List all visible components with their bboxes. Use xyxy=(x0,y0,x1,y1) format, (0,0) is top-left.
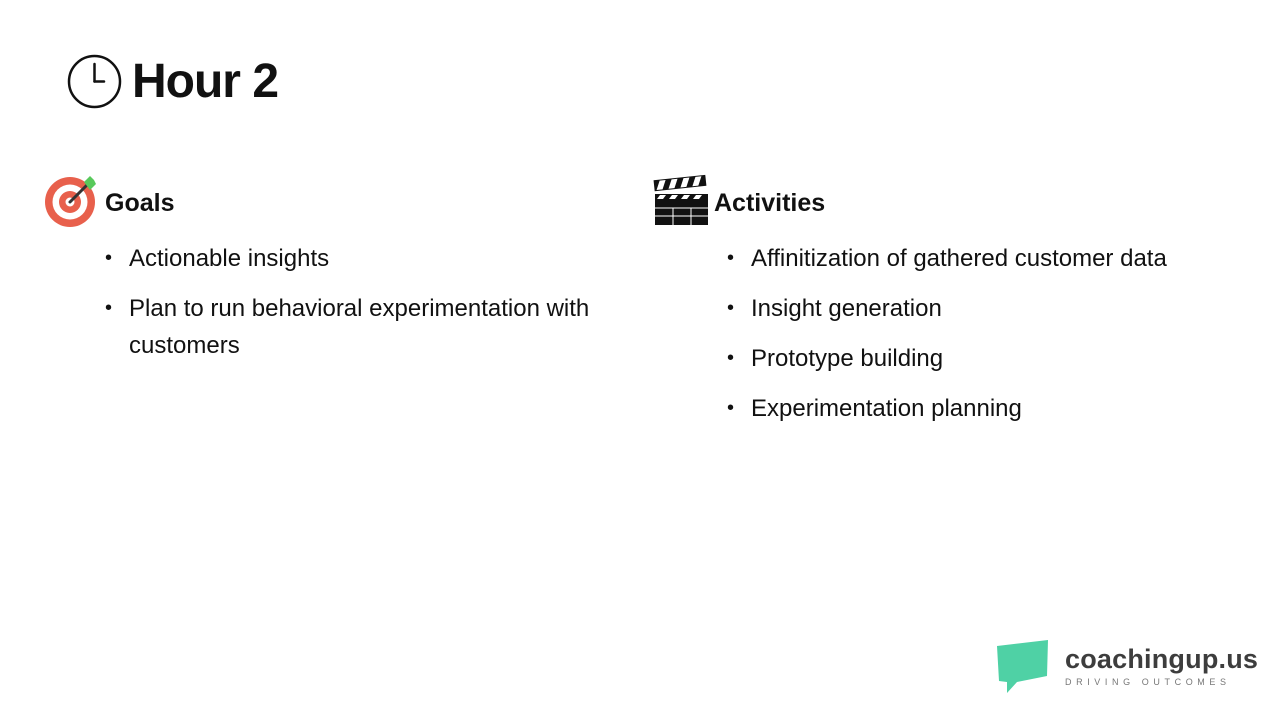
goals-list: Actionable insights Plan to run behavior… xyxy=(44,240,604,364)
brand-tagline: DRIVING OUTCOMES xyxy=(1065,677,1231,687)
clock-icon xyxy=(67,54,122,109)
title-row: Hour 2 xyxy=(67,54,279,109)
brand-logo: coachingup.us DRIVING OUTCOMES xyxy=(995,640,1258,694)
list-item: Actionable insights xyxy=(105,240,604,277)
page-title: Hour 2 xyxy=(132,54,279,108)
goals-heading: Goals xyxy=(105,188,175,217)
speech-bubble-logo-icon xyxy=(997,640,1048,693)
list-item: Prototype building xyxy=(727,340,1213,377)
goals-header: Goals xyxy=(44,174,604,228)
list-item: Affinitization of gathered customer data xyxy=(727,240,1213,277)
goals-section: Goals Actionable insights Plan to run be… xyxy=(44,174,604,377)
brand-name: coachingup.us xyxy=(1065,644,1259,674)
activities-header: Activities xyxy=(653,174,1213,228)
target-icon xyxy=(45,176,96,227)
activities-list: Affinitization of gathered customer data… xyxy=(653,240,1213,427)
list-item: Plan to run behavioral experimentation w… xyxy=(105,290,604,364)
activities-section: Activities Affinitization of gathered cu… xyxy=(653,174,1213,440)
list-item: Experimentation planning xyxy=(727,390,1213,427)
activities-heading: Activities xyxy=(714,188,826,217)
clapperboard-icon xyxy=(653,174,708,225)
list-item: Insight generation xyxy=(727,290,1213,327)
brand-text: coachingup.us DRIVING OUTCOMES xyxy=(1065,646,1258,687)
